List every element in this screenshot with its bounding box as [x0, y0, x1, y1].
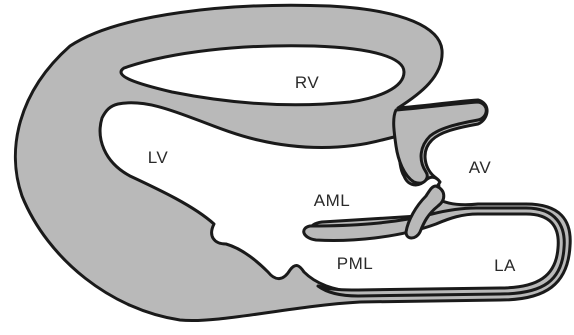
label-la: LA: [494, 256, 516, 275]
label-lv: LV: [148, 148, 169, 167]
label-pml: PML: [337, 254, 373, 273]
label-rv: RV: [295, 73, 319, 92]
label-aml: AML: [314, 191, 350, 210]
label-av: AV: [469, 158, 492, 177]
